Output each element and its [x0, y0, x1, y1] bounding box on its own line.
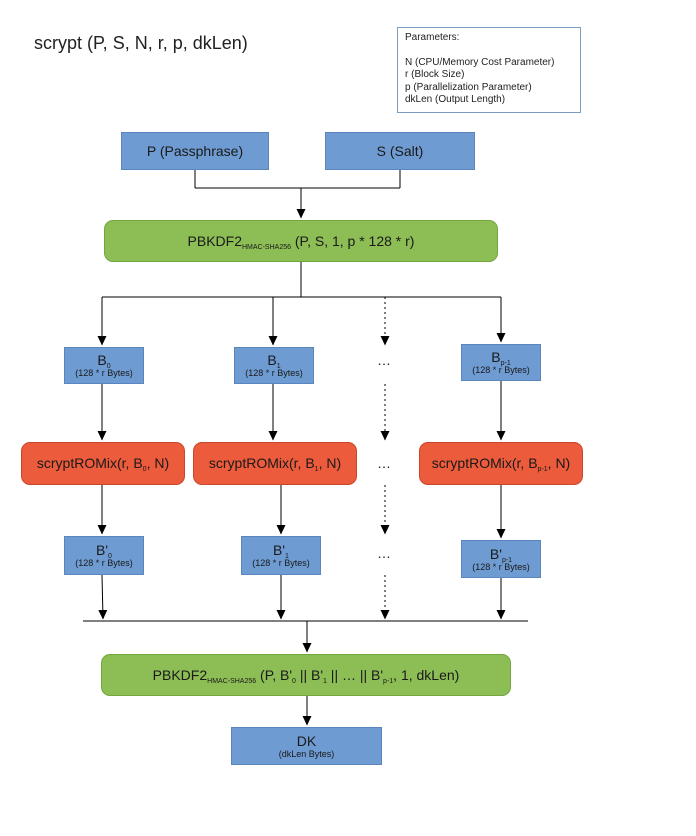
passphrase-label: P (Passphrase) [146, 142, 244, 159]
romix-p1: scryptROMix(r, Bp-1, N) [419, 442, 583, 485]
romix-1-label: scryptROMix(r, B1, N) [208, 455, 342, 474]
romix-p1-label: scryptROMix(r, Bp-1, N) [431, 455, 571, 474]
block-b1: B1 (128 * r Bytes) [234, 347, 314, 384]
block-b0-label: B0 [97, 352, 111, 371]
block-bp1-size: (128 * r Bytes) [472, 365, 530, 376]
salt-box: S (Salt) [325, 132, 475, 170]
block-bprime0-label: B'0 [96, 542, 112, 561]
output-dk-label: DK [296, 732, 317, 749]
romix-0-label: scryptROMix(r, B0, N) [36, 455, 170, 474]
block-bprime1-label: B'1 [273, 542, 289, 561]
block-bprime0-size: (128 * r Bytes) [75, 558, 133, 569]
block-bp1-label: Bp-1 [491, 349, 511, 368]
block-bprime1-size: (128 * r Bytes) [252, 558, 310, 569]
ellipsis-romix: … [377, 455, 392, 471]
block-b1-size: (128 * r Bytes) [245, 368, 303, 379]
param-n: N (CPU/Memory Cost Parameter) [405, 56, 555, 68]
legend-spacer [405, 45, 573, 57]
ellipsis-bprime: … [377, 545, 392, 561]
passphrase-box: P (Passphrase) [121, 132, 269, 170]
block-bprimep1: B'p-1 (128 * r Bytes) [461, 540, 541, 578]
param-dklen: dkLen (Output Length) [405, 94, 506, 106]
block-bp1: Bp-1 (128 * r Bytes) [461, 344, 541, 381]
param-p: p (Parallelization Parameter) [405, 81, 532, 93]
romix-0: scryptROMix(r, B0, N) [21, 442, 185, 485]
salt-label: S (Salt) [376, 142, 424, 159]
parameters-legend: Parameters: N (CPU/Memory Cost Parameter… [397, 27, 581, 113]
block-b0: B0 (128 * r Bytes) [64, 347, 144, 384]
block-b0-size: (128 * r Bytes) [75, 368, 133, 379]
ellipsis-block: … [377, 352, 392, 368]
diagram-title: scrypt (P, S, N, r, p, dkLen) [34, 33, 248, 53]
block-bprimep1-size: (128 * r Bytes) [472, 561, 530, 572]
output-dk-size: (dkLen Bytes) [278, 748, 335, 759]
pbkdf2-bottom-box: PBKDF2HMAC-SHA256 (P, B'0 || B'1 || … ||… [101, 654, 511, 696]
block-bprime0: B'0 (128 * r Bytes) [64, 536, 144, 575]
block-bprimep1-label: B'p-1 [489, 545, 513, 564]
output-dk-box: DK (dkLen Bytes) [231, 727, 382, 765]
pbkdf2-top-label: PBKDF2HMAC-SHA256 (P, S, 1, p * 128 * r) [187, 232, 415, 251]
block-bprime1: B'1 (128 * r Bytes) [241, 536, 321, 575]
pbkdf2-bottom-label: PBKDF2HMAC-SHA256 (P, B'0 || B'1 || … ||… [152, 666, 460, 685]
block-b1-label: B1 [267, 352, 281, 371]
pbkdf2-top-box: PBKDF2HMAC-SHA256 (P, S, 1, p * 128 * r) [104, 220, 498, 262]
param-r: r (Block Size) [405, 69, 465, 81]
parameters-heading: Parameters: [405, 32, 460, 43]
romix-1: scryptROMix(r, B1, N) [193, 442, 357, 485]
